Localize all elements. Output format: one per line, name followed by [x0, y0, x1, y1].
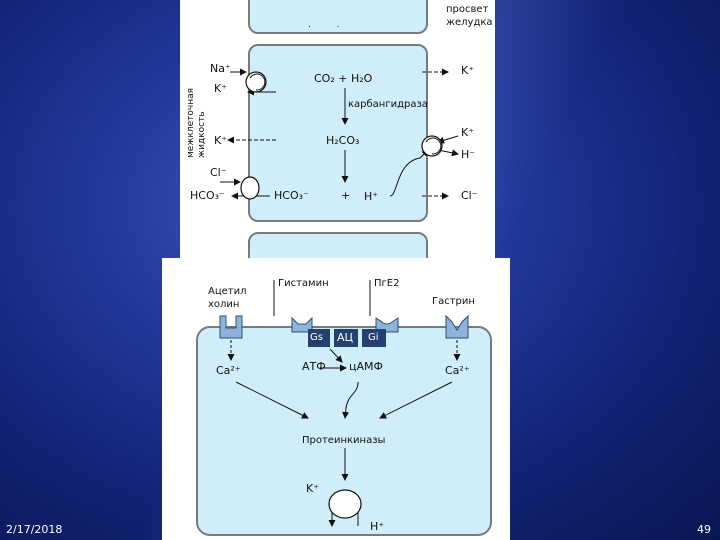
parietal-cell-body: [248, 44, 428, 222]
ac-to-atp-arrow: [329, 348, 343, 363]
parietal-cell-ion-transport-panel: . .: [180, 0, 495, 280]
gi-protein-box: [362, 329, 386, 347]
ca-right-label: Ca²⁺: [445, 364, 470, 377]
k-right-label-1: K⁺: [461, 64, 475, 77]
adenylate-cyclase-box: [334, 329, 358, 347]
cl-right-label: Cl⁻: [461, 189, 478, 202]
interstitial-label-line1: межклеточная: [186, 87, 196, 158]
pge2-receptor: [375, 317, 399, 333]
upper-cell-fragment: [248, 0, 428, 34]
k-bottom-label: K⁺: [306, 482, 320, 495]
k-left-label-1: K⁺: [214, 82, 228, 95]
signaling-diagram: [219, 280, 469, 527]
dot-mark: . .: [308, 20, 340, 30]
plus-sign: +: [341, 189, 351, 202]
co2-h2o-label: CO₂ + H₂O: [314, 72, 373, 85]
hco3-center-label: HCO₃⁻: [274, 189, 309, 202]
gs-label: Gs: [310, 332, 323, 343]
h-to-pump-arrow: [389, 149, 429, 197]
cl-left-label: Cl⁻: [210, 166, 227, 179]
slide-date: 2/17/2018: [6, 523, 63, 536]
na-k-atpase-pump: [245, 71, 267, 93]
interstitial-fluid-label: межклеточная жидкость: [186, 88, 208, 158]
gi-label: Gi: [368, 332, 379, 343]
interstitial-label-line2: жидкость: [197, 111, 207, 158]
histamine-label: Гистамин: [278, 278, 329, 289]
lumen-label-line1: просвет: [446, 4, 489, 15]
gastrin-label: Гастрин: [432, 296, 475, 307]
carbonic-anhydrase-label: карбангидраза: [348, 99, 428, 110]
h-k-atpase-pump: [421, 135, 443, 157]
lumen-label-line2: желудка: [446, 17, 493, 28]
histamine-receptor: [291, 316, 313, 333]
k-left-label-2: K⁺: [214, 134, 228, 147]
h-center-label: H⁺: [364, 190, 379, 203]
slide-page-number: 49: [697, 523, 711, 536]
gastrin-receptor: [445, 314, 469, 339]
proton-pump: [328, 489, 362, 519]
h-bottom-label: H⁺: [370, 520, 385, 533]
cl-hco3-exchanger: [240, 176, 260, 200]
ca-left-to-kinase-arrow: [235, 381, 309, 419]
k-right-label-2: K⁺: [461, 126, 475, 139]
ion-flow-arrows: [220, 68, 459, 200]
acetylcholine-receptor: [219, 315, 243, 339]
signal-transduction-panel: Ацетил холин Гистамин ПгЕ2 Гастрин Gs АЦ…: [162, 258, 510, 540]
camp-to-kinase-arrow: [342, 381, 359, 419]
ca-right-to-kinase-arrow: [379, 381, 453, 419]
na-left-label: Na⁺: [210, 62, 231, 75]
h2co3-label: H₂CO₃: [326, 134, 360, 147]
h-right-label: H⁻: [461, 148, 476, 161]
acetylcholine-label-line1: Ацетил: [208, 286, 247, 297]
pge2-label: ПгЕ2: [374, 278, 400, 289]
atp-label: АТФ: [302, 360, 326, 373]
acetylcholine-label-line2: холин: [208, 299, 240, 310]
gs-protein-box: [308, 329, 330, 347]
ac-label: АЦ: [337, 331, 354, 344]
protein-kinases-label: Протеинкиназы: [302, 435, 386, 446]
hco3-left-label: HCO₃⁻: [190, 189, 225, 202]
camp-label: цАМФ: [349, 360, 383, 373]
ca-left-label: Ca²⁺: [216, 364, 241, 377]
